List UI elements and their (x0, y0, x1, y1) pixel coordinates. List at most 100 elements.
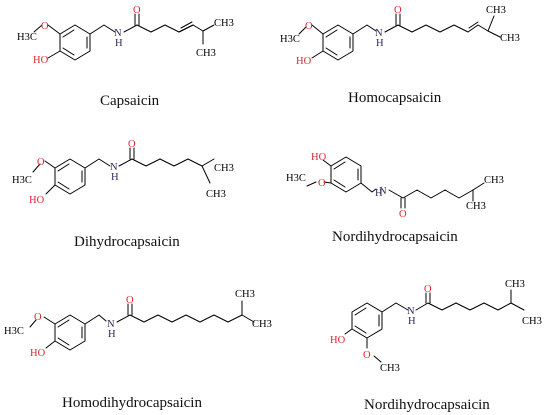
isopropyl-branch (472, 182, 485, 191)
methoxy-oxygen-label: O (305, 21, 313, 32)
terminal-methyl-2-label: CH3 (206, 189, 226, 200)
methoxy-oxygen-label: O (34, 312, 42, 323)
vanillyl-ring (351, 302, 383, 339)
hydroxyl-label: HO (330, 335, 346, 346)
hydroxyl-bond (322, 159, 332, 167)
structure-dihydrocapsaicin: H3C O HO N H O CH3 CH3 Dihydrocapsaicin (12, 139, 234, 250)
ch2-linker (360, 182, 377, 193)
methyl-bond (29, 319, 37, 328)
alkene-bond-2 (180, 21, 193, 29)
hydroxyl-bond (311, 50, 324, 59)
structure-nordihydrocapsaicin-b: HO O CH3 N H O CH3 CH3 Nordihydrocapsaic… (330, 279, 542, 413)
amide-hydrogen-label: H (108, 329, 116, 340)
vanillyl-ring (59, 24, 91, 61)
hydroxyl-label: HO (30, 348, 46, 359)
hydroxyl-bond (45, 184, 56, 195)
methyl-label: H3C (4, 326, 24, 337)
isopropyl-branch (201, 158, 215, 167)
terminal-methyl-2-label: CH3 (252, 319, 272, 330)
compound-name-capsaicin: Capsaicin (100, 93, 160, 109)
methoxy-bond (47, 24, 61, 35)
methyl-bond (373, 355, 382, 363)
methoxy-oxygen-label: O (37, 157, 45, 168)
structure-homodihydrocapsaicin: H3C O HO N H O CH3 CH3 Homodihydrocapsai… (4, 289, 272, 411)
carbonyl-oxygen-label: O (424, 284, 432, 295)
amide-nitrogen-label: N (110, 162, 118, 173)
isopropyl-bond (477, 24, 489, 32)
acyl-chain (415, 302, 512, 311)
methyl-bond (33, 24, 43, 33)
methoxy-bond (44, 160, 56, 169)
amide-nitrogen-label: N (114, 28, 122, 39)
compound-name-dihydrocapsaicin: Dihydrocapsaicin (74, 234, 180, 250)
structure-homocapsaicin: H3C O HO N H O CH3 CH3 Homocapsaicin (280, 5, 520, 106)
carbonyl-oxygen-label: O (128, 139, 136, 150)
acyl-chain (384, 24, 479, 33)
methyl-bond (306, 181, 317, 187)
compound-name-nordihydrocapsaicin-b: Nordihydrocapsaicin (364, 397, 490, 413)
amide-hydrogen-label: H (408, 316, 416, 327)
amide-nitrogen-label: N (107, 319, 115, 330)
terminal-methyl-2-label: CH3 (500, 33, 520, 44)
vanillyl-ring (54, 314, 86, 351)
structure-nordihydrocapsaicin-a: HO O H3C N H O CH3 CH3 Nordihydrocapsaic… (286, 152, 504, 245)
amide-hydrogen-label: H (375, 188, 383, 199)
vanillyl-ring (330, 156, 362, 193)
terminal-methyl-1-label: CH3 (505, 279, 525, 290)
methoxy-oxygen-label: O (41, 21, 49, 32)
ch2-linker (352, 24, 377, 35)
methyl-bond (298, 26, 307, 35)
alkene-bond (178, 24, 194, 33)
compound-name-nordihydrocapsaicin-a: Nordihydrocapsaicin (332, 229, 458, 245)
vanillyl-ring (322, 24, 354, 61)
isopropyl-branch-2 (241, 314, 255, 323)
ch2-linker (84, 314, 107, 325)
amide-hydrogen-label: H (111, 172, 119, 183)
methyl-label: H3C (280, 34, 300, 45)
acyl-chain (118, 158, 203, 167)
terminal-methyl-2-label: CH3 (196, 48, 216, 59)
amide-nitrogen-label: N (375, 28, 383, 39)
methoxy-oxygen-label: O (363, 350, 371, 361)
amide-nitrogen-label: N (407, 306, 415, 317)
terminal-methyl-1-label: CH3 (486, 5, 506, 16)
amide-nitrogen-label: N (379, 186, 387, 197)
amide-hydrogen-label: H (115, 38, 123, 49)
alkene-bond-2 (468, 21, 479, 29)
methyl-bond (32, 163, 41, 173)
structure-capsaicin: H3C O HO N H O CH3 CH3 Capsaicin (17, 5, 234, 109)
terminal-methyl-2-label: CH3 (466, 201, 486, 212)
terminal-methyl-2-label: CH3 (522, 316, 542, 327)
ch2-linker (89, 24, 116, 35)
terminal-methyl-1-label: CH3 (235, 289, 255, 300)
vanillyl-ring (54, 158, 86, 195)
terminal-methyl-1-label: CH3 (214, 18, 234, 29)
methoxy-bond (43, 316, 56, 325)
compound-name-homodihydrocapsaicin: Homodihydrocapsaicin (62, 395, 202, 411)
hydroxyl-label: HO (296, 56, 312, 67)
isopropyl-bond (192, 24, 204, 32)
methyl-label: CH3 (380, 363, 400, 374)
amide-hydrogen-label: H (376, 38, 384, 49)
isopropyl-branch-2 (487, 30, 501, 38)
isopropyl-branch-2 (510, 302, 525, 311)
carbonyl-oxygen-label: O (133, 5, 141, 16)
ch2-linker (381, 302, 409, 313)
hydroxyl-label: HO (29, 195, 45, 206)
acyl-chain (116, 314, 243, 323)
isopropyl-branch (487, 15, 495, 32)
methyl-label: H3C (17, 32, 37, 43)
hydroxyl-label: HO (33, 55, 49, 66)
carbonyl-oxygen-label: O (399, 209, 407, 220)
terminal-methyl-1-label: CH3 (484, 175, 504, 186)
methoxy-bond (311, 24, 324, 35)
hydroxyl-bond (45, 340, 56, 349)
methoxy-oxygen-label: O (318, 178, 326, 189)
isopropyl-branch (202, 24, 215, 32)
acyl-chain (388, 189, 474, 199)
carbonyl-oxygen-label: O (126, 295, 134, 306)
hydroxyl-bond (47, 50, 61, 59)
acyl-chain (123, 24, 194, 33)
methyl-label: H3C (286, 173, 306, 184)
